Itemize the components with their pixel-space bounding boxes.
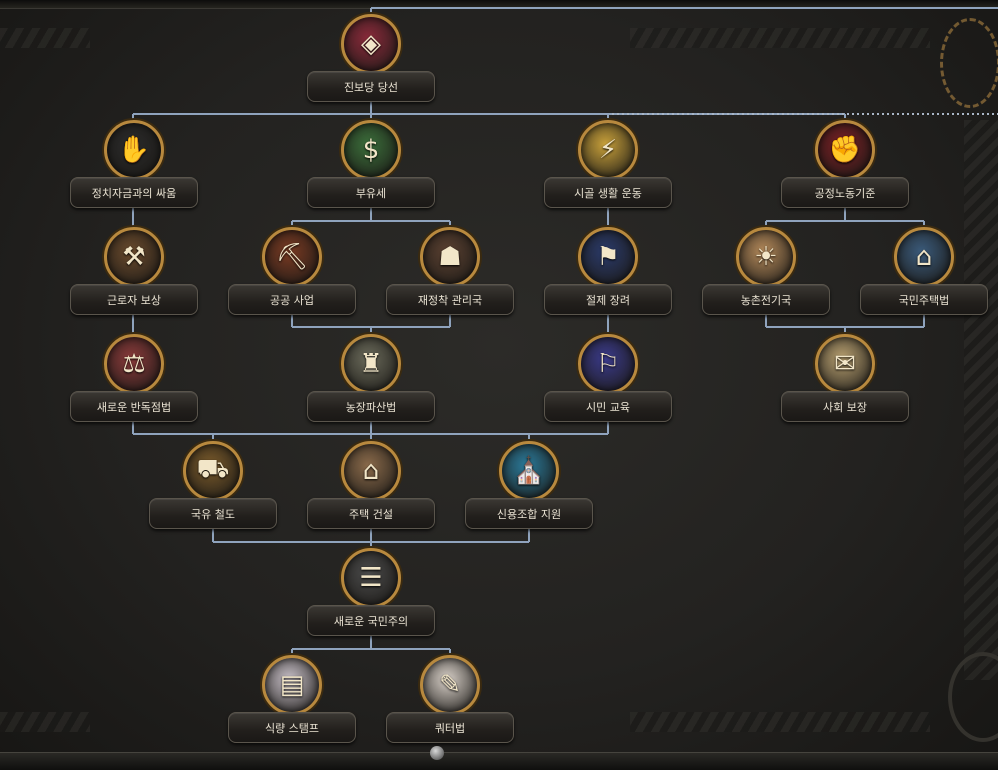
cartoon-boss-icon: ⚖ <box>104 334 164 394</box>
focus-node[interactable]: ⚡ 시골 생활 운동 <box>544 120 672 220</box>
focus-node[interactable]: ✋ 정치자금과의 싸움 <box>70 120 198 220</box>
money-figure-icon: $ <box>341 120 401 180</box>
house-icon: ⌂ <box>341 441 401 501</box>
focus-label: 공정노동기준 <box>781 177 909 208</box>
gold-emblem-icon: ⚡ <box>578 120 638 180</box>
decor-pattern <box>0 28 90 48</box>
focus-node[interactable]: ⛏ 공공 사업 <box>228 227 356 327</box>
factory-icon: ⚒ <box>104 227 164 287</box>
stamps-icon: ▤ <box>262 655 322 715</box>
focus-label: 쿼터법 <box>386 712 514 743</box>
focus-node[interactable]: ⛟ 국유 철도 <box>149 441 277 541</box>
focus-node[interactable]: ✉ 사회 보장 <box>781 334 909 434</box>
focus-node[interactable]: ⌂ 주택 건설 <box>307 441 435 541</box>
focus-node[interactable]: ☰ 새로운 국민주의 <box>307 548 435 648</box>
focus-label: 정치자금과의 싸움 <box>70 177 198 208</box>
sketch-figure-icon: ✎ <box>420 655 480 715</box>
focus-node[interactable]: ✊ 공정노동기준 <box>781 120 909 220</box>
focus-label: 국유 철도 <box>149 498 277 529</box>
focus-label: 부유세 <box>307 177 435 208</box>
document-icon: ✉ <box>815 334 875 394</box>
focus-label: 농장파산법 <box>307 391 435 422</box>
lamp-icon: ☀ <box>736 227 796 287</box>
focus-node[interactable]: ⚖ 새로운 반독점법 <box>70 334 198 434</box>
focus-node[interactable]: $ 부유세 <box>307 120 435 220</box>
decor-pattern <box>0 712 90 732</box>
focus-node[interactable]: ⛪ 신용조합 지원 <box>465 441 593 541</box>
focus-node[interactable]: ⚒ 근로자 보상 <box>70 227 198 327</box>
decor-pattern <box>630 28 930 48</box>
focus-node[interactable]: ☗ 재정착 관리국 <box>386 227 514 327</box>
focus-label: 근로자 보상 <box>70 284 198 315</box>
construction-icon: ⛏ <box>262 227 322 287</box>
focus-label: 주택 건설 <box>307 498 435 529</box>
focus-label: 시골 생활 운동 <box>544 177 672 208</box>
decor-pattern <box>630 712 930 732</box>
party-banner-icon: ◈ <box>341 14 401 74</box>
right-frame <box>964 120 998 680</box>
focus-label: 절제 장려 <box>544 284 672 315</box>
focus-label: 공공 사업 <box>228 284 356 315</box>
focus-node[interactable]: ◈ 진보당 당선 <box>307 14 435 114</box>
focus-node[interactable]: ▤ 식량 스탬프 <box>228 655 356 755</box>
crowd-flag-icon: ⚐ <box>578 334 638 394</box>
crowd-icon: ☰ <box>341 548 401 608</box>
bottom-frame <box>0 752 998 770</box>
focus-label: 새로운 국민주의 <box>307 605 435 636</box>
settler-portrait-icon: ☗ <box>420 227 480 287</box>
worker-fist-icon: ✊ <box>815 120 875 180</box>
focus-label: 국민주택법 <box>860 284 988 315</box>
corner-ornament <box>948 652 998 742</box>
train-icon: ⛟ <box>183 441 243 501</box>
focus-node[interactable]: ⌂ 국민주택법 <box>860 227 988 327</box>
bank-hands-icon: ⛪ <box>499 441 559 501</box>
focus-label: 재정착 관리국 <box>386 284 514 315</box>
loan-poster-icon: ⌂ <box>894 227 954 287</box>
scroll-knob[interactable] <box>430 746 444 760</box>
handshake-icon: ✋ <box>104 120 164 180</box>
focus-node[interactable]: ⚐ 시민 교육 <box>544 334 672 434</box>
focus-label: 농촌전기국 <box>702 284 830 315</box>
focus-label: 사회 보장 <box>781 391 909 422</box>
focus-label: 신용조합 지원 <box>465 498 593 529</box>
focus-label: 식량 스탬프 <box>228 712 356 743</box>
focus-node[interactable]: ☀ 농촌전기국 <box>702 227 830 327</box>
focus-node[interactable]: ⚑ 절제 장려 <box>544 227 672 327</box>
focus-label: 진보당 당선 <box>307 71 435 102</box>
focus-label: 시민 교육 <box>544 391 672 422</box>
banner-woman-icon: ⚑ <box>578 227 638 287</box>
focus-label: 새로운 반독점법 <box>70 391 198 422</box>
farmer-portrait-icon: ♜ <box>341 334 401 394</box>
focus-node[interactable]: ✎ 쿼터법 <box>386 655 514 755</box>
focus-node[interactable]: ♜ 농장파산법 <box>307 334 435 434</box>
